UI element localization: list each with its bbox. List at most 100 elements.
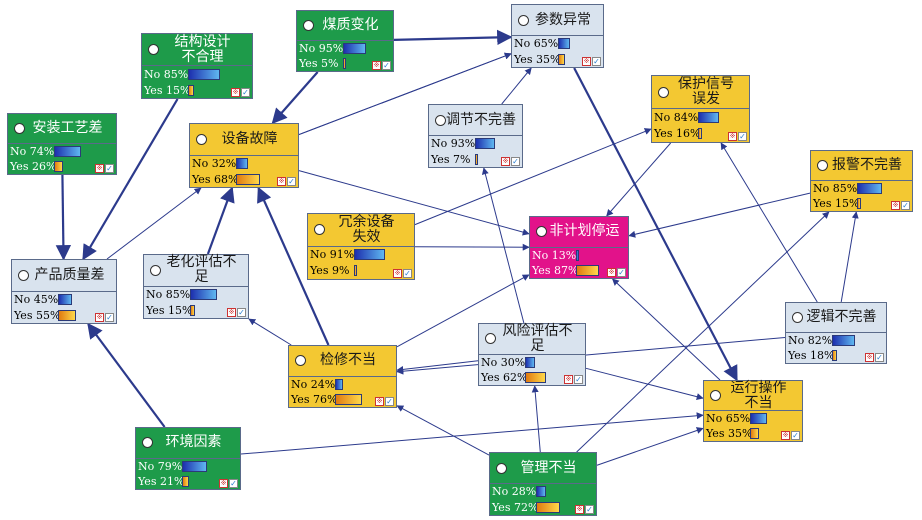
- evidence-grid-icon[interactable]: ※: [219, 479, 228, 488]
- evidence-grid-icon[interactable]: ※: [393, 269, 402, 278]
- check-icon[interactable]: ✓: [738, 132, 747, 141]
- state-circle-icon[interactable]: [518, 14, 529, 26]
- state-circle-icon[interactable]: [536, 226, 547, 238]
- state-circle-icon[interactable]: [150, 264, 161, 276]
- state-circle-icon[interactable]: [658, 86, 669, 98]
- state-label-yes: Yes 35%: [706, 427, 753, 440]
- check-icon[interactable]: ✓: [385, 397, 394, 406]
- evidence-grid-icon[interactable]: ※: [227, 308, 236, 317]
- state-label-yes: Yes 62%: [481, 370, 528, 384]
- evidence-grid-icon[interactable]: ※: [564, 375, 573, 384]
- node-tools: ※✓: [728, 132, 747, 141]
- state-circle-icon[interactable]: [817, 160, 828, 171]
- check-icon[interactable]: ✓: [382, 61, 391, 70]
- evidence-grid-icon[interactable]: ※: [865, 353, 874, 362]
- state-row-yes: Yes 21%※✓: [136, 474, 240, 489]
- node-tools: ※✓: [564, 375, 583, 384]
- state-circle-icon[interactable]: [485, 333, 496, 345]
- node-name: 安装工艺差: [32, 120, 103, 136]
- state-circle-icon[interactable]: [303, 20, 314, 31]
- evidence-grid-icon[interactable]: ※: [575, 505, 584, 514]
- state-label-no: No 74%: [10, 145, 55, 158]
- check-icon[interactable]: ✓: [287, 177, 296, 186]
- check-icon[interactable]: ✓: [592, 57, 601, 66]
- check-icon[interactable]: ✓: [901, 201, 910, 210]
- state-circle-icon[interactable]: [710, 390, 721, 401]
- state-label-no: No 84%: [654, 110, 699, 124]
- probability-bar-yes: [343, 58, 346, 69]
- node-title: 调节不完善: [429, 105, 522, 136]
- node-name: 设备故障: [221, 130, 278, 147]
- check-icon[interactable]: ✓: [241, 88, 250, 97]
- evidence-grid-icon[interactable]: ※: [728, 132, 737, 141]
- node-name: 检修不当: [320, 352, 376, 369]
- check-icon[interactable]: ✓: [875, 353, 884, 362]
- evidence-grid-icon[interactable]: ※: [95, 313, 104, 322]
- evidence-grid-icon[interactable]: ※: [582, 57, 591, 66]
- edge-fengxian-to-tiaojie: [481, 167, 525, 324]
- state-circle-icon[interactable]: [295, 355, 306, 367]
- check-icon[interactable]: ✓: [574, 375, 583, 384]
- check-icon[interactable]: ✓: [617, 268, 626, 277]
- check-icon[interactable]: ✓: [237, 308, 246, 317]
- state-circle-icon[interactable]: [196, 133, 207, 145]
- evidence-grid-icon[interactable]: ※: [375, 397, 384, 406]
- node-title: 老化评估不足: [144, 255, 248, 287]
- state-circle-icon[interactable]: [142, 437, 153, 449]
- evidence-grid-icon[interactable]: ※: [607, 268, 616, 277]
- state-circle-icon[interactable]: [314, 224, 325, 236]
- state-label-yes: Yes 16%: [654, 127, 701, 141]
- probability-bar-no: [558, 38, 570, 50]
- evidence-grid-icon[interactable]: ※: [501, 157, 510, 166]
- state-circle-icon[interactable]: [792, 312, 803, 323]
- state-row-no: No 91%: [308, 247, 414, 263]
- evidence-grid-icon[interactable]: ※: [372, 61, 381, 70]
- state-circle-icon[interactable]: [14, 123, 25, 134]
- probability-bar-yes: [698, 128, 702, 140]
- probability-bar-yes: [335, 393, 362, 405]
- state-label-no: No 24%: [291, 377, 336, 391]
- state-label-yes: Yes 55%: [14, 308, 61, 322]
- check-icon[interactable]: ✓: [105, 164, 114, 173]
- check-icon[interactable]: ✓: [511, 157, 520, 166]
- evidence-grid-icon[interactable]: ※: [277, 177, 286, 186]
- check-icon[interactable]: ✓: [403, 269, 412, 278]
- check-icon[interactable]: ✓: [105, 313, 114, 322]
- node-tools: ※✓: [393, 269, 412, 278]
- node-title: 非计划停运: [530, 217, 628, 248]
- node-title: 冗余设备 失效: [308, 214, 414, 247]
- state-circle-icon[interactable]: [435, 114, 446, 126]
- probability-bar-no: [343, 43, 366, 54]
- evidence-grid-icon[interactable]: ※: [231, 88, 240, 97]
- state-label-no: No 93%: [431, 137, 476, 151]
- state-circle-icon[interactable]: [148, 44, 159, 55]
- check-icon[interactable]: ✓: [229, 479, 238, 488]
- evidence-grid-icon[interactable]: ※: [95, 164, 104, 173]
- check-icon[interactable]: ✓: [791, 431, 800, 440]
- evidence-grid-icon[interactable]: ※: [891, 201, 900, 210]
- check-icon[interactable]: ✓: [585, 505, 594, 514]
- edge-jianxiu-to-shebei: [257, 186, 330, 346]
- state-circle-icon[interactable]: [18, 269, 29, 281]
- node-title: 环境因素: [136, 428, 240, 459]
- evidence-grid-icon[interactable]: ※: [781, 431, 790, 440]
- state-circle-icon[interactable]: [496, 462, 507, 474]
